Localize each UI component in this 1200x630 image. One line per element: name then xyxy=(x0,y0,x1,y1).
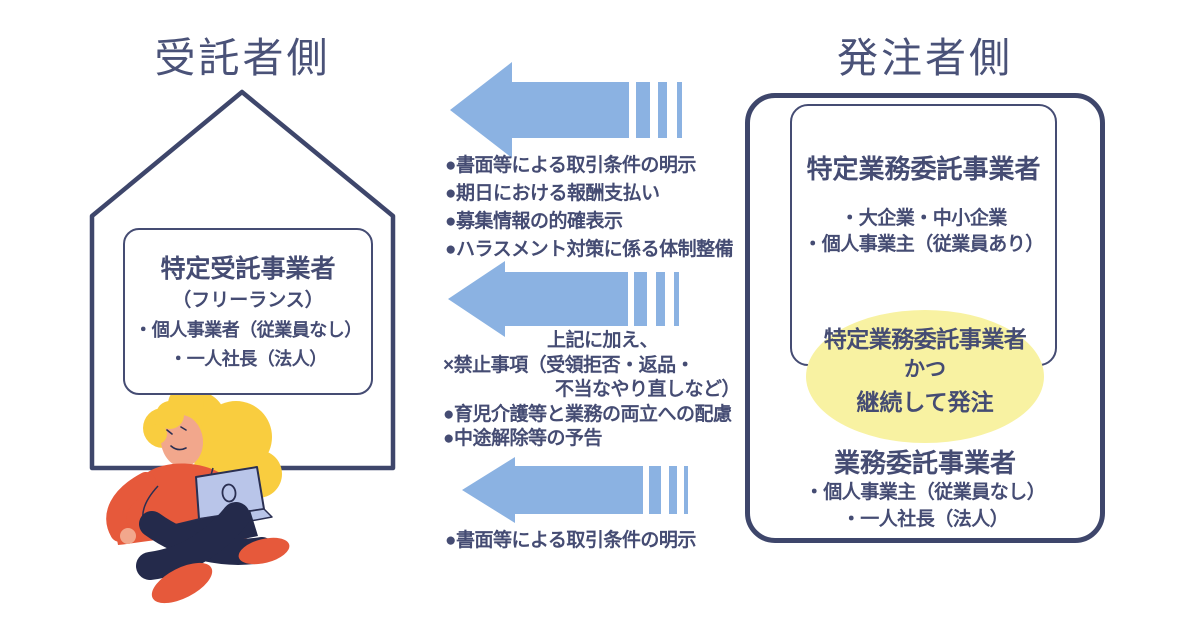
orderer-side-title: 発注者側 xyxy=(837,35,1013,81)
prohibition-line: 不当なやり直しなど） xyxy=(555,379,741,400)
entrusting-business-group: 業務委託事業者 ・個人事業主（従業員なし） ・一人社長（法人） xyxy=(765,447,1085,533)
freelancer-illustration xyxy=(106,386,290,604)
flow-arrow-middle-icon xyxy=(448,261,679,337)
specified-entrusting-heading: 特定業務委託事業者 xyxy=(806,154,1041,184)
specified-entrusting-item: ・大企業・中小企業 xyxy=(840,208,1007,229)
entrusting-business-heading: 業務委託事業者 xyxy=(833,448,1016,478)
obligations-list-bottom: ●書面等による取引条件の明示 xyxy=(445,528,696,554)
highlight-line: 継続して発注 xyxy=(856,389,994,415)
continuous-order-highlight: 特定業務委託事業者 かつ 継続して発注 xyxy=(806,310,1044,443)
freelancer-definition-box: 特定受託事業者 （フリーランス） ・個人事業者（従業員なし） ・一人社長（法人） xyxy=(123,228,373,395)
flow-arrow-bottom-icon xyxy=(462,457,688,523)
obligation-line: ●ハラスメント対策に係る体制整備 xyxy=(445,239,734,260)
freelancer-box-item: ・一人社長（法人） xyxy=(169,349,327,369)
obligation-line: ●期日における報酬支払い xyxy=(445,183,660,204)
freelancer-box-subheading: （フリーランス） xyxy=(172,290,324,311)
obligation-line: ●育児介護等と業務の両立への配慮 xyxy=(443,403,732,425)
highlight-line: 特定業務委託事業者 xyxy=(823,326,1027,352)
freelancer-box-heading: 特定受託事業者 xyxy=(160,255,336,283)
obligation-intro: 上記に加え、 xyxy=(547,330,659,351)
freelancer-box-item: ・個人事業者（従業員なし） xyxy=(134,320,362,340)
obligation-line: ●書面等による取引条件の明示 xyxy=(445,155,696,176)
obligation-line: ●書面等による取引条件の明示 xyxy=(445,530,696,551)
entrusting-business-item: ・個人事業主（従業員なし） xyxy=(804,482,1046,503)
contractor-side-title: 受託者側 xyxy=(154,35,331,81)
highlight-line: かつ xyxy=(904,358,946,381)
obligations-list-top: ●書面等による取引条件の明示 ●期日における報酬支払い ●募集情報の的確表示 ●… xyxy=(445,152,734,264)
obligation-line: ●募集情報の的確表示 xyxy=(445,211,623,232)
obligations-list-middle: 上記に加え、 ×禁止事項（受領拒否・返品・ 不当なやり直しなど） ●育児介護等と… xyxy=(443,329,741,452)
obligation-line: ●中途解除等の予告 xyxy=(443,428,602,449)
flow-arrow-top-icon xyxy=(450,62,682,158)
specified-entrusting-item: ・個人事業主（従業員あり） xyxy=(803,234,1044,255)
entrusting-business-item: ・一人社長（法人） xyxy=(841,509,1009,530)
prohibition-line: ×禁止事項（受領拒否・返品・ xyxy=(443,354,695,376)
